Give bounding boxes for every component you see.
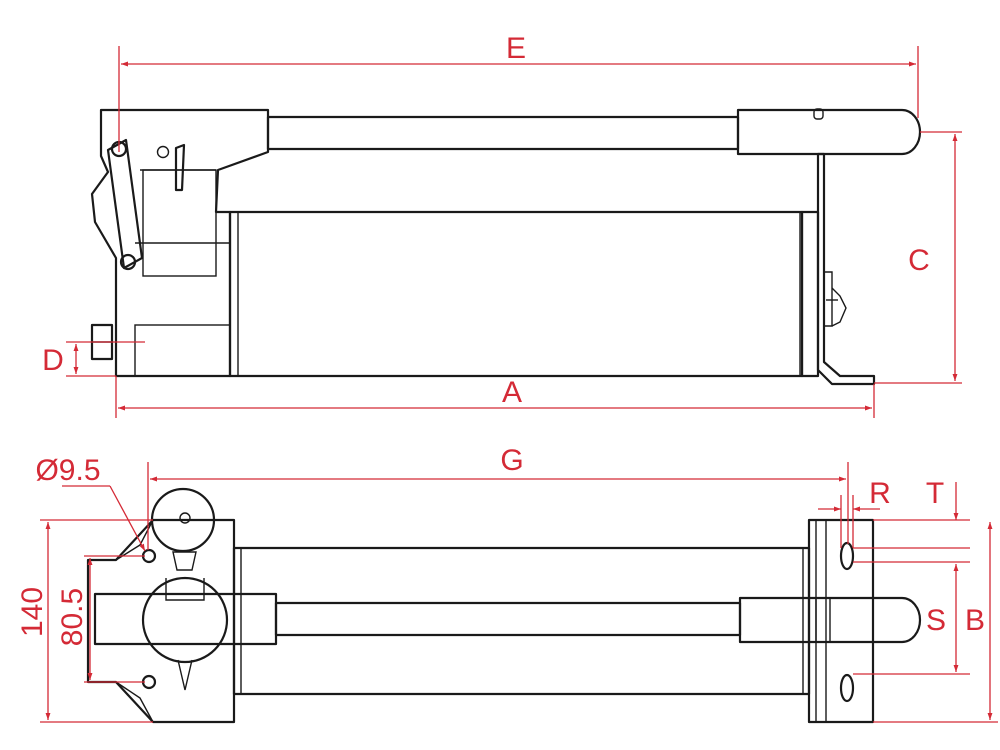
dim-c-label: C <box>908 244 930 277</box>
dim-80-5-label: 80.5 <box>56 588 89 646</box>
pump-cylinder-top <box>141 576 229 664</box>
grip-rivet <box>813 108 824 120</box>
base-plate <box>86 518 236 724</box>
rear-bracket <box>816 152 876 386</box>
valve-stem <box>172 551 197 571</box>
flange-slot-bottom <box>839 673 855 703</box>
flange-slot-top <box>839 541 855 571</box>
dim-s-label: S <box>926 604 946 637</box>
dim-d-label: D <box>42 344 64 377</box>
dim-g-label: G <box>500 444 523 477</box>
dim-e-label: E <box>506 32 526 65</box>
dim-hole-leader <box>109 485 146 552</box>
fill-plug-cap <box>831 287 847 327</box>
top-view-dimensions: G Ø9.5 R T S B 140 80.5 <box>16 444 998 723</box>
handle-grip <box>736 108 922 156</box>
pivot-pin-bottom <box>119 253 137 271</box>
side-view-dimensions: E C D A <box>42 32 962 418</box>
small-pin <box>156 145 170 159</box>
link-arm <box>106 138 144 270</box>
head-window <box>142 169 217 277</box>
side-view <box>90 108 922 386</box>
dim-t-label: T <box>926 477 944 510</box>
head-base-block <box>134 324 231 377</box>
dim-a-label: A <box>502 376 522 409</box>
reservoir-top <box>232 546 811 696</box>
dim-140-label: 140 <box>16 587 49 637</box>
rear-flange-rib <box>815 519 827 723</box>
reservoir-body <box>228 210 804 378</box>
dim-r-label: R <box>869 477 891 510</box>
handle-bar-top <box>274 601 742 637</box>
valve-knob-center <box>179 512 191 524</box>
cylinder-nozzle <box>177 659 193 691</box>
handle-arm <box>93 592 278 646</box>
handle-bar <box>266 115 740 151</box>
top-view <box>86 487 922 724</box>
cylinder-bracket <box>165 578 205 601</box>
base-plate-chamfer-bottom <box>115 681 154 723</box>
release-lever <box>174 143 186 192</box>
dim-b-label: B <box>965 604 985 637</box>
handle-grip-top <box>738 596 922 644</box>
grip-collar <box>815 597 831 643</box>
dim-hole-diameter-label: Ø9.5 <box>35 454 100 487</box>
fill-plug-body <box>824 271 833 327</box>
end-cap <box>800 210 820 378</box>
